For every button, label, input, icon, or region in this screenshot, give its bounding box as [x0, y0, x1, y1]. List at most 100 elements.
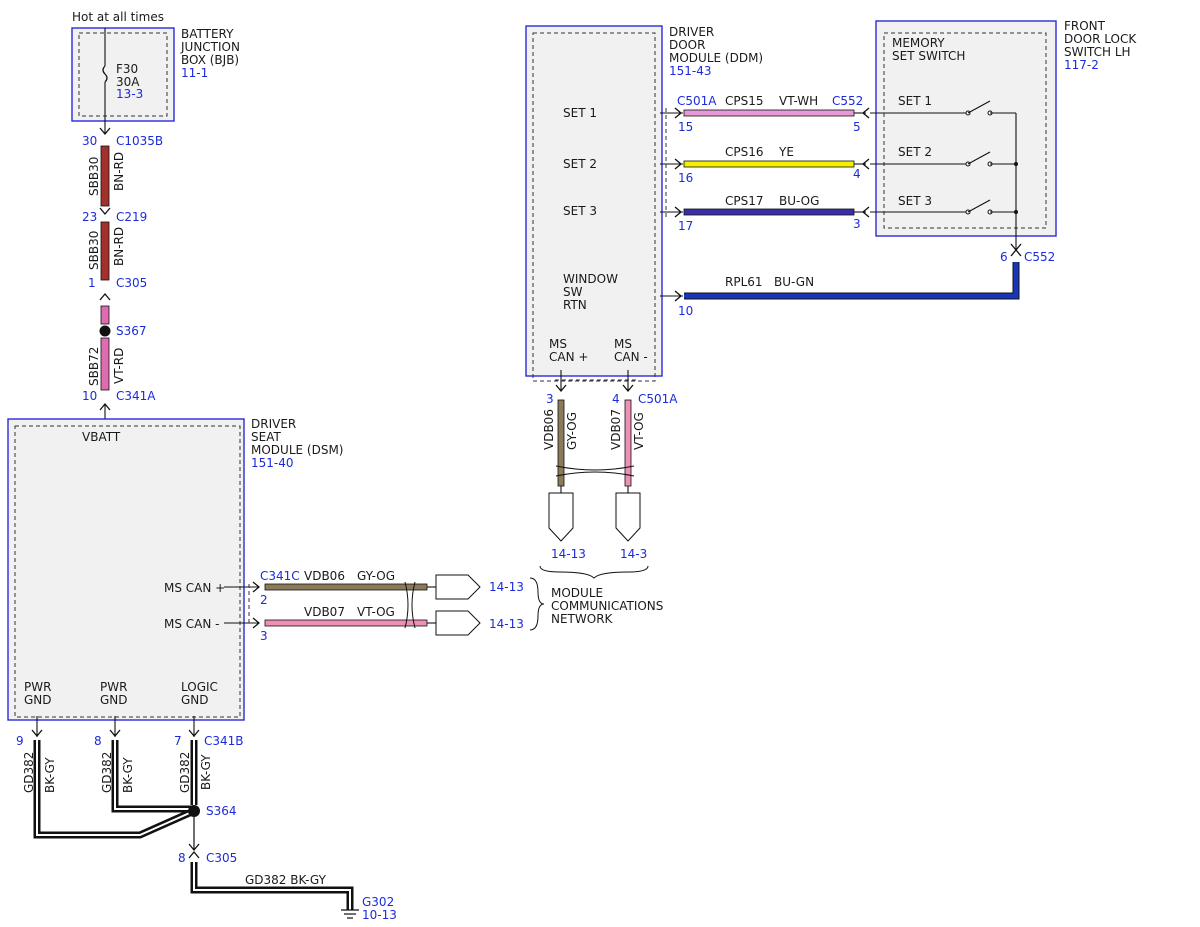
- ddm-can-ref-b[interactable]: 14-3: [620, 547, 647, 561]
- front-door-lock-switch: MEMORY SET SWITCH SET 1 SET 2 SET 3: [870, 20, 1057, 257]
- dsm-ref-link[interactable]: 151-40: [251, 456, 294, 470]
- battery-junction-box: F30 30A 13-3: [71, 27, 175, 122]
- fuse-icon: [102, 65, 108, 83]
- c305-link-bottom[interactable]: C305: [206, 851, 237, 865]
- ddm-vdb06: VDB06: [542, 409, 556, 450]
- bkgy-label-2: BK-GY: [121, 757, 135, 793]
- ddm-name-3: MODULE (DDM): [669, 51, 763, 65]
- vtwh-label: VT-WH: [779, 94, 818, 108]
- bkgy-label-1: BK-GY: [43, 757, 57, 793]
- ddm-name-2: DOOR: [669, 38, 705, 52]
- dsm-can-wires: C341C VDB06 GY-OG 2 VDB07 VT-OG 3 14-13 …: [224, 569, 545, 643]
- ddm-name-1: DRIVER: [669, 25, 714, 39]
- c501a-link-top[interactable]: C501A: [677, 94, 717, 108]
- wire-sbb30-label-2: SBB30: [87, 231, 101, 270]
- wire-cps15: [683, 109, 855, 117]
- gd382-label-3: GD382: [178, 752, 192, 793]
- dsm-vdb07: VDB07: [304, 605, 345, 619]
- wire-vdb06-dsm: [264, 583, 428, 591]
- wire-cps17: [683, 208, 855, 216]
- bugn-label: BU-GN: [774, 275, 814, 289]
- bjb-name-2: JUNCTION: [180, 40, 240, 54]
- s367-link[interactable]: S367: [116, 324, 147, 338]
- c305-pin-top: 1: [88, 276, 96, 290]
- wire-vtrd-label: VT-RD: [112, 348, 126, 384]
- ddm-gyog: GY-OG: [565, 412, 579, 450]
- wire-sbb30-upper: [100, 145, 110, 207]
- dsm-ms-can-minus: MS CAN -: [164, 617, 220, 631]
- fdls-name-2: DOOR LOCK: [1064, 32, 1137, 46]
- c219-link[interactable]: C219: [116, 210, 147, 224]
- rpl61-pin-left: 10: [678, 304, 693, 318]
- network-label-2: COMMUNICATIONS: [551, 599, 663, 613]
- cps17-pin-left: 17: [678, 219, 693, 233]
- dsm-vdb06: VDB06: [304, 569, 345, 583]
- cps17-pin-right: 3: [853, 217, 861, 231]
- cps17-label: CPS17: [725, 194, 764, 208]
- c341b-link[interactable]: C341B: [204, 734, 244, 748]
- dsm-can-ref2[interactable]: 14-13: [489, 617, 524, 631]
- g302-ref-link[interactable]: 10-13: [362, 908, 397, 922]
- fdls-set3: SET 3: [898, 194, 932, 208]
- buog-label: BU-OG: [779, 194, 819, 208]
- c1035b-link[interactable]: C1035B: [116, 134, 163, 148]
- ddm-can-pin-b: 4: [612, 392, 620, 406]
- vertical-feed: 30 C1035B SBB30 BN-RD 23 C219 SBB30 BN-R…: [82, 121, 163, 426]
- wire-rpl61: [684, 262, 1019, 299]
- gnd-pin8: 8: [94, 734, 102, 748]
- memory-set-switch-2: SET SWITCH: [892, 49, 965, 63]
- c552-pin-bottom: 6: [1000, 250, 1008, 264]
- cps16-pin-right: 4: [853, 167, 861, 181]
- ddm-window-2: SW: [563, 285, 583, 299]
- c341c-link[interactable]: C341C: [260, 569, 300, 583]
- c552-link-bottom[interactable]: C552: [1024, 250, 1055, 264]
- wire-bnrd-label-1: BN-RD: [112, 152, 126, 191]
- dsm-gyog: GY-OG: [357, 569, 395, 583]
- g302-link[interactable]: G302: [362, 895, 394, 909]
- bjb-ref-link[interactable]: 11-1: [181, 66, 208, 80]
- c552-link-top[interactable]: C552: [832, 94, 863, 108]
- driver-seat-module: VBATT MS CAN + MS CAN - PWR GND PWR GND …: [7, 418, 245, 721]
- dsm-logic-gnd-b: GND: [181, 693, 209, 707]
- ddm-can-plus-a: MS: [549, 337, 567, 351]
- c305-link-top[interactable]: C305: [116, 276, 147, 290]
- wire-sbb30-label-1: SBB30: [87, 157, 101, 196]
- ddm-ref-link[interactable]: 151-43: [669, 64, 712, 78]
- dsm-logic-gnd-a: LOGIC: [181, 680, 218, 694]
- c341a-pin: 10: [82, 389, 97, 403]
- s364-link[interactable]: S364: [206, 804, 237, 818]
- fdls-name-1: FRONT: [1064, 19, 1106, 33]
- ddm-vtog: VT-OG: [632, 412, 646, 450]
- c1035b-pin: 30: [82, 134, 97, 148]
- gnd-pin9: 9: [16, 734, 24, 748]
- fdls-ref-link[interactable]: 117-2: [1064, 58, 1099, 72]
- dsm-name-3: MODULE (DSM): [251, 443, 343, 457]
- wire-sbb72-label: SBB72: [87, 347, 101, 386]
- c341a-link[interactable]: C341A: [116, 389, 156, 403]
- ddm-can-wires: 3 4 C501A VDB06 GY-OG VDB07 VT-OG 14-13 …: [539, 370, 678, 579]
- memory-set-switch-1: MEMORY: [892, 36, 945, 50]
- connector-arrow-icon: [435, 574, 481, 600]
- c501a-link-bottom[interactable]: C501A: [638, 392, 678, 406]
- ddm-can-minus-a: MS: [614, 337, 632, 351]
- bjb-name-3: BOX (BJB): [181, 53, 239, 67]
- dsm-name-1: DRIVER: [251, 417, 296, 431]
- ddm-vdb07: VDB07: [609, 409, 623, 450]
- wire-vdb06-ddm: [557, 399, 565, 487]
- c219-pin: 23: [82, 210, 97, 224]
- fuse-ref-link[interactable]: 13-3: [116, 87, 143, 101]
- ddm-window-1: WINDOW: [563, 272, 618, 286]
- ddm-can-minus-b: CAN -: [614, 350, 648, 364]
- dsm-vbatt: VBATT: [82, 430, 121, 444]
- switch-icon: [965, 100, 1016, 116]
- dsm-can-ref1[interactable]: 14-13: [489, 580, 524, 594]
- dsm-ms-can-plus: MS CAN +: [164, 581, 225, 595]
- ddm-can-ref-a[interactable]: 14-13: [551, 547, 586, 561]
- wire-bnrd-label-2: BN-RD: [112, 227, 126, 266]
- gnd-pin7: 7: [174, 734, 182, 748]
- rpl61-label: RPL61: [725, 275, 763, 289]
- splice-s364: [188, 805, 200, 817]
- ddm-set3: SET 3: [563, 204, 597, 218]
- dsm-pwr-gnd-2a: PWR: [100, 680, 127, 694]
- dsm-pwr-gnd-1a: PWR: [24, 680, 51, 694]
